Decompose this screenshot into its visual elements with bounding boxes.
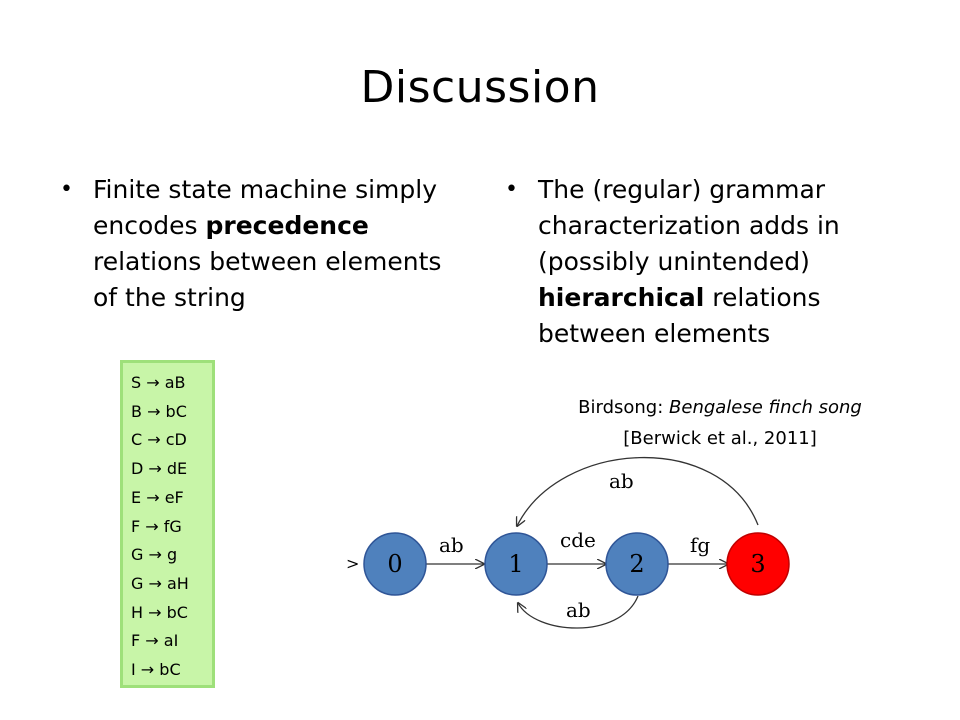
- left-bullet: • Finite state machine simply encodes pr…: [60, 172, 470, 316]
- state-1: 1: [484, 532, 548, 596]
- left-bullet-text: Finite state machine simply encodes prec…: [93, 175, 442, 312]
- bullet-dot: •: [505, 177, 518, 202]
- caption-species: Bengalese finch song: [669, 397, 862, 418]
- grammar-rule: B → bC: [131, 401, 187, 421]
- grammar-rule: F → aI: [131, 631, 179, 651]
- state-2-circle: [605, 532, 669, 596]
- grammar-rule: E → eF: [131, 487, 184, 507]
- grammar-rule: C → cD: [131, 430, 187, 450]
- state-0-label: 0: [387, 550, 402, 578]
- grammar-rule: D → dE: [131, 459, 188, 479]
- state-0-circle: [363, 532, 427, 596]
- grammar-rule: S → aB: [131, 373, 186, 392]
- state-2: 2: [605, 532, 669, 596]
- slide-title: Discussion: [360, 62, 600, 113]
- grammar-rules-box: S → aB B → bC C → cD D → dE E → eF F → f…: [120, 360, 215, 688]
- right-bullet: • The (regular) grammar characterization…: [505, 172, 925, 352]
- grammar-rule: G → aH: [131, 573, 189, 593]
- state-3-circle: [726, 532, 790, 596]
- bullet-dot: •: [60, 177, 73, 202]
- edge-label-3-1: ab: [609, 469, 634, 493]
- edge-label-0-1: ab: [439, 533, 464, 557]
- right-bullet-text: The (regular) grammar characterization a…: [538, 175, 840, 348]
- grammar-rule: F → fG: [131, 516, 182, 536]
- emphasis-hierarchical: hierarchical: [538, 283, 705, 312]
- grammar-rule: H → bC: [131, 602, 188, 622]
- state-1-label: 1: [508, 550, 523, 578]
- start-marker: >: [346, 554, 359, 573]
- grammar-rule: I → bC: [131, 660, 181, 680]
- emphasis-precedence: precedence: [205, 211, 369, 240]
- edge-label-2-3: fg: [690, 533, 710, 557]
- state-2-label: 2: [629, 550, 644, 578]
- state-3-label: 3: [750, 550, 765, 578]
- figure-caption: Birdsong: Bengalese finch song: [578, 397, 862, 418]
- edge-label-2-1: ab: [566, 598, 591, 622]
- edge-label-1-2: cde: [560, 528, 596, 552]
- figure-citation: [Berwick et al., 2011]: [623, 428, 817, 449]
- state-1-circle: [484, 532, 548, 596]
- edge-2-1: [518, 595, 639, 629]
- edge-3-1: [517, 456, 759, 526]
- grammar-rule: G → g: [131, 545, 178, 565]
- state-3: 3: [726, 532, 790, 596]
- state-0: 0: [363, 532, 427, 596]
